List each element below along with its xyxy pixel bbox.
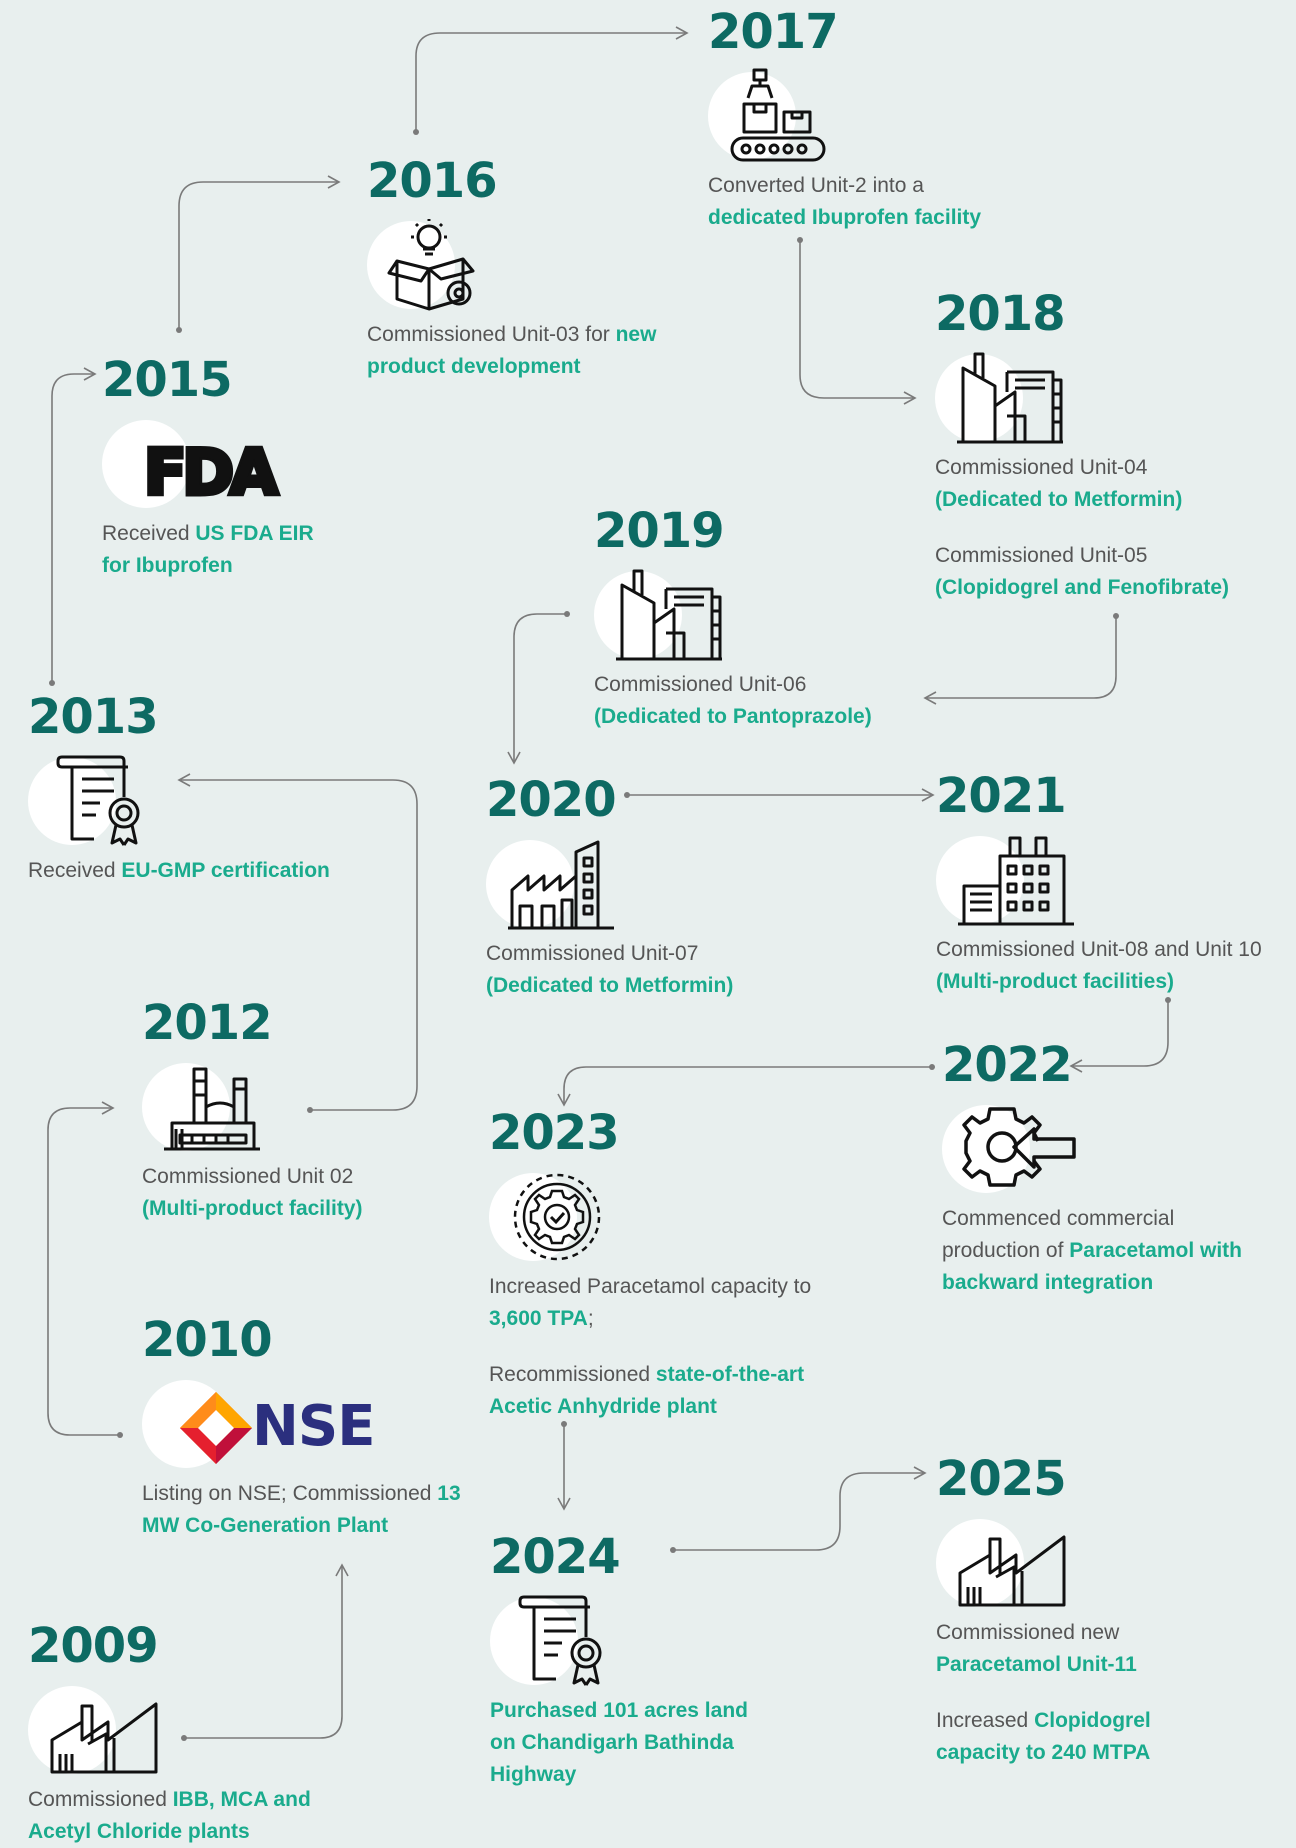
milestone-2020: 2020 Commissioned Unit-07 (Dedicated to …	[486, 776, 796, 1002]
milestone-2015: 2015 FDA FDA Received US FDA EIR for Ibu…	[102, 356, 342, 582]
connector-2018-2019	[923, 616, 1117, 705]
milestone-2023: 2023 Increased Paracetamol capacity to 3…	[489, 1109, 829, 1423]
factory-sawtooth-icon	[508, 840, 614, 930]
certificate-icon	[56, 755, 140, 846]
milestone-2009: 2009 Commissioned IBB, MCA and Acetyl Ch…	[28, 1622, 358, 1848]
milestone-2025: 2025 Commissioned new Paracetamol Unit-1…	[936, 1455, 1236, 1769]
milestone-description: Converted Unit-2 into a dedicated Ibupro…	[708, 174, 982, 229]
connector-2012-2013	[177, 773, 418, 1111]
year-label: 2013	[28, 689, 159, 745]
milestone-description: Commissioned Unit-07 (Dedicated to Metfo…	[486, 942, 734, 997]
connector-2010-2012	[47, 1101, 120, 1436]
year-label: 2018	[935, 286, 1066, 342]
milestone-description: Commissioned Unit-04 (Dedicated to Metfo…	[935, 456, 1229, 599]
fda-logo: FDA FDA	[144, 436, 284, 506]
milestone-description: Increased Paracetamol capacity to 3,600 …	[489, 1275, 812, 1418]
certificate-icon	[518, 1595, 602, 1686]
milestone-description: Received EU-GMP certification	[28, 859, 330, 882]
milestone-description: Commissioned Unit-08 and Unit 10 (Multi-…	[936, 938, 1262, 993]
milestone-2024: 2024 Purchased 101 acres land on Chandig…	[490, 1533, 760, 1791]
connector-2013-2015	[51, 367, 97, 683]
industrial-plant-icon	[958, 1535, 1066, 1607]
industrial-plant-icon	[50, 1702, 158, 1774]
milestone-2021: 2021 Commissioned Unit-08 and Unit 10 (M…	[936, 772, 1286, 998]
milestone-2013: 2013 Received EU-GMP certification	[28, 693, 368, 887]
nse-logo-text: NSE	[252, 1394, 375, 1459]
year-label: 2009	[28, 1618, 159, 1674]
milestone-2018: 2018 Commissioned Unit-04 (Dedicated to …	[935, 290, 1255, 604]
year-label: 2016	[367, 153, 498, 209]
milestone-description: Received US FDA EIR for Ibuprofen	[102, 522, 314, 577]
milestone-description: Commissioned Unit-03 for new product dev…	[367, 323, 657, 378]
milestone-description: Commissioned IBB, MCA and Acetyl Chlorid…	[28, 1788, 311, 1843]
year-label: 2021	[936, 768, 1067, 824]
factory-icon	[616, 569, 722, 661]
year-label: 2024	[490, 1529, 621, 1585]
year-label: 2022	[942, 1037, 1073, 1093]
connector-2015-2016	[178, 175, 341, 330]
fda-logo-text: FDA	[144, 436, 278, 506]
nse-logo	[180, 1392, 252, 1464]
year-label: 2012	[142, 995, 273, 1051]
milestone-description: Listing on NSE; Commissioned 13 MW Co-Ge…	[142, 1482, 461, 1537]
year-label: 2023	[489, 1105, 620, 1161]
factory-plant-icon	[164, 1067, 260, 1151]
connector-2019-2020	[507, 613, 567, 765]
connector-2021-2022	[1069, 1000, 1169, 1073]
connector-2016-2017	[415, 26, 689, 132]
milestone-2012: 2012 Commissioned Unit 02 (Multi-product…	[142, 999, 422, 1225]
milestone-2019: 2019 Commissioned Unit-06 (Dedicated to …	[594, 507, 914, 733]
product-box-icon	[387, 219, 475, 311]
milestone-description: Commissioned new Paracetamol Unit-11 Inc…	[936, 1621, 1151, 1764]
year-label: 2010	[142, 1312, 273, 1368]
factory-icon	[957, 352, 1063, 444]
milestone-2022: 2022 Commenced commercial production of …	[942, 1041, 1252, 1299]
milestone-2017: 2017 Converted Unit-2 into a dedicated I…	[708, 8, 1028, 234]
office-building-icon	[958, 836, 1074, 926]
gear-check-icon	[513, 1173, 601, 1261]
year-label: 2025	[936, 1451, 1067, 1507]
year-label: 2019	[594, 503, 725, 559]
year-label: 2015	[102, 352, 233, 408]
milestone-description: Purchased 101 acres land on Chandigarh B…	[490, 1699, 748, 1786]
milestone-2010: 2010 NSE Listing on NSE; Commissioned 13…	[142, 1316, 472, 1542]
milestone-2016: 2016 Commissioned Unit-03 for new produc…	[367, 157, 677, 383]
robotic-production-icon	[730, 68, 826, 162]
milestone-description: Commenced commercial production of Parac…	[942, 1207, 1242, 1294]
connector-2024-2025	[673, 1466, 927, 1551]
milestone-description: Commissioned Unit-06 (Dedicated to Panto…	[594, 673, 872, 728]
gear-arrow-icon	[962, 1107, 1076, 1187]
milestone-description: Commissioned Unit 02 (Multi-product faci…	[142, 1165, 363, 1220]
connector-2009-2010	[184, 1563, 349, 1739]
year-label: 2020	[486, 772, 617, 828]
connector-2022-2023	[557, 1066, 932, 1107]
svg-text:FDA: FDA	[144, 436, 278, 506]
connector-2017-2018	[799, 240, 917, 405]
year-label: 2017	[708, 4, 839, 60]
